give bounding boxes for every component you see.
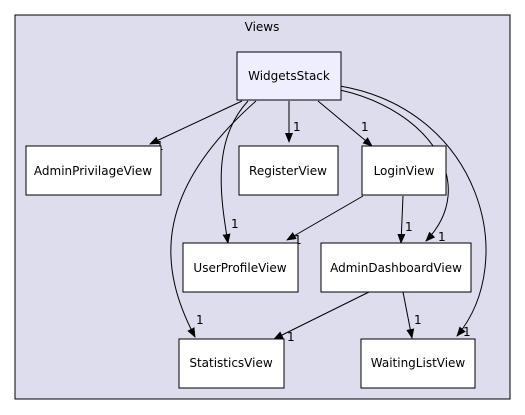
node-admin-privilage-view[interactable]: AdminPrivilageView	[25, 145, 162, 196]
node-widgets-stack[interactable]: WidgetsStack	[236, 51, 342, 101]
node-user-profile-view-label: UserProfileView	[193, 261, 286, 275]
edge-admin-dashboard-to-statistics	[273, 291, 370, 340]
node-login-view[interactable]: LoginView	[361, 145, 447, 196]
node-statistics-view[interactable]: StatisticsView	[178, 338, 285, 389]
edge-admin-dashboard-to-waiting-list	[402, 291, 415, 339]
edge-ws-to-login	[317, 100, 373, 147]
node-user-profile-view-box	[182, 242, 299, 293]
edge-ws-to-statistics	[170, 100, 257, 338]
node-waiting-list-view[interactable]: WaitingListView	[360, 338, 476, 389]
edge-ws-to-admin-privilage	[149, 100, 243, 145]
node-login-view-label: LoginView	[374, 164, 435, 178]
edge-label-ws-to-statistics: 1	[196, 313, 204, 327]
node-statistics-view-label: StatisticsView	[189, 356, 273, 370]
node-waiting-list-view-box	[360, 338, 476, 389]
node-admin-privilage-view-label: AdminPrivilageView	[34, 164, 152, 178]
node-login-view-box	[361, 145, 447, 196]
node-user-profile-view[interactable]: UserProfileView	[182, 242, 299, 293]
edge-ws-to-waiting-list	[339, 85, 487, 337]
edge-login-to-user-profile	[286, 195, 364, 241]
edge-label-ws-to-login: 1	[361, 120, 369, 134]
cluster-label: Views	[245, 20, 280, 34]
edge-label-ws-to-user-profile: 1	[231, 217, 239, 231]
node-register-view-box	[238, 145, 339, 196]
node-statistics-view-box	[178, 338, 285, 389]
edge-label-admin-dashboard-to-waiting-list: 1	[414, 313, 422, 327]
node-waiting-list-view-label: WaitingListView	[371, 356, 466, 370]
node-register-view[interactable]: RegisterView	[238, 145, 339, 196]
edge-label-ws-to-admin-dashboard: 1	[438, 230, 446, 244]
edge-label-ws-to-register: 1	[293, 120, 301, 134]
node-admin-dashboard-view[interactable]: AdminDashboardView	[320, 242, 472, 293]
edge-label-login-to-user-profile: 1	[294, 233, 302, 247]
edge-label-ws-to-waiting-list: 1	[463, 325, 471, 339]
node-admin-dashboard-view-label: AdminDashboardView	[330, 261, 462, 275]
edge-ws-to-user-profile	[220, 100, 249, 244]
node-admin-dashboard-view-box	[320, 242, 472, 293]
node-register-view-label: RegisterView	[249, 164, 327, 178]
node-widgets-stack-box	[236, 51, 342, 101]
edge-label-admin-dashboard-to-statistics: 1	[287, 330, 295, 344]
edge-label-login-to-admin-dashboard: 1	[405, 220, 413, 234]
node-widgets-stack-label: WidgetsStack	[248, 69, 330, 83]
node-admin-privilage-view-box	[25, 145, 162, 196]
edge-login-to-admin-dashboard	[397, 195, 406, 244]
